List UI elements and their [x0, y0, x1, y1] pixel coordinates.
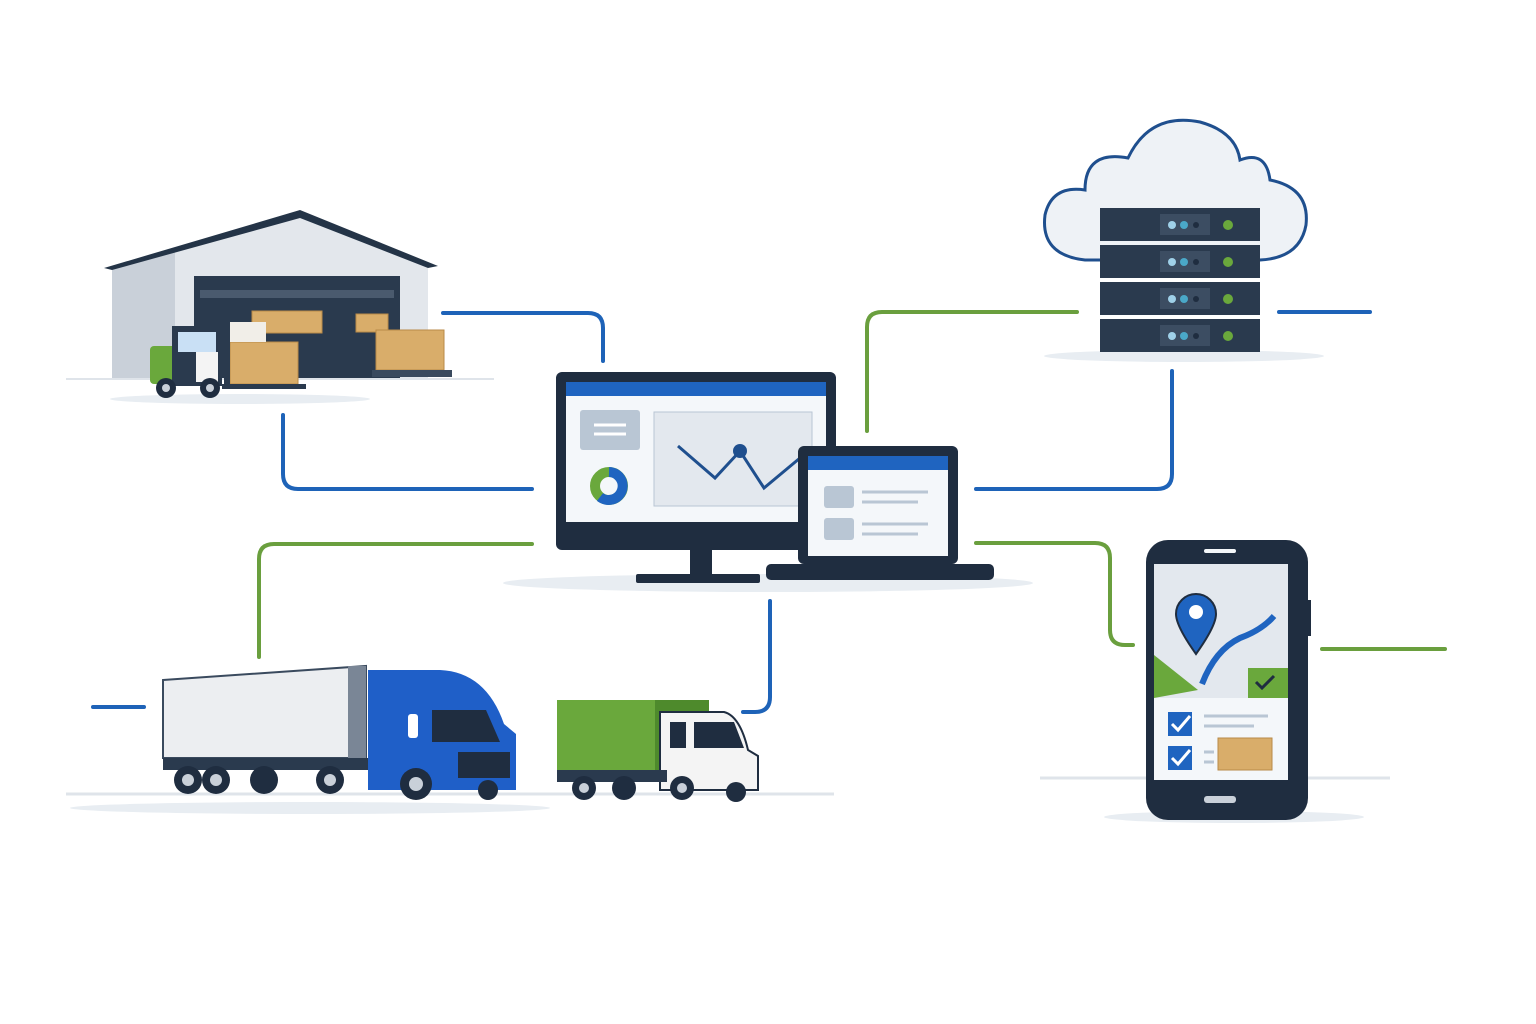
forklift-icon	[150, 326, 306, 398]
connector-semi-truck	[257, 542, 534, 659]
desktop-monitor-icon	[503, 372, 1033, 592]
connector-warehouse-top	[441, 311, 605, 363]
smartphone-icon	[1040, 540, 1390, 823]
package-stack	[229, 310, 445, 385]
box-truck-icon	[557, 700, 759, 802]
laptop-icon	[766, 446, 994, 580]
map-pin-icon	[1174, 593, 1218, 656]
connector-cloud-left	[865, 310, 1079, 433]
donut-chart-icon	[590, 467, 628, 505]
connector-lines	[91, 310, 1447, 714]
package-icon	[1217, 737, 1273, 771]
cloud-server-icon	[1043, 118, 1324, 362]
connector-box-truck	[741, 599, 772, 714]
checkbox-icon	[1168, 712, 1192, 770]
connector-cloud-bottom	[974, 369, 1174, 491]
connector-phone	[974, 541, 1135, 647]
connector-warehouse-bottom	[281, 413, 534, 491]
warehouse-icon	[66, 210, 494, 404]
server-rack-icon	[1100, 208, 1260, 352]
semi-truck-icon	[66, 664, 834, 814]
